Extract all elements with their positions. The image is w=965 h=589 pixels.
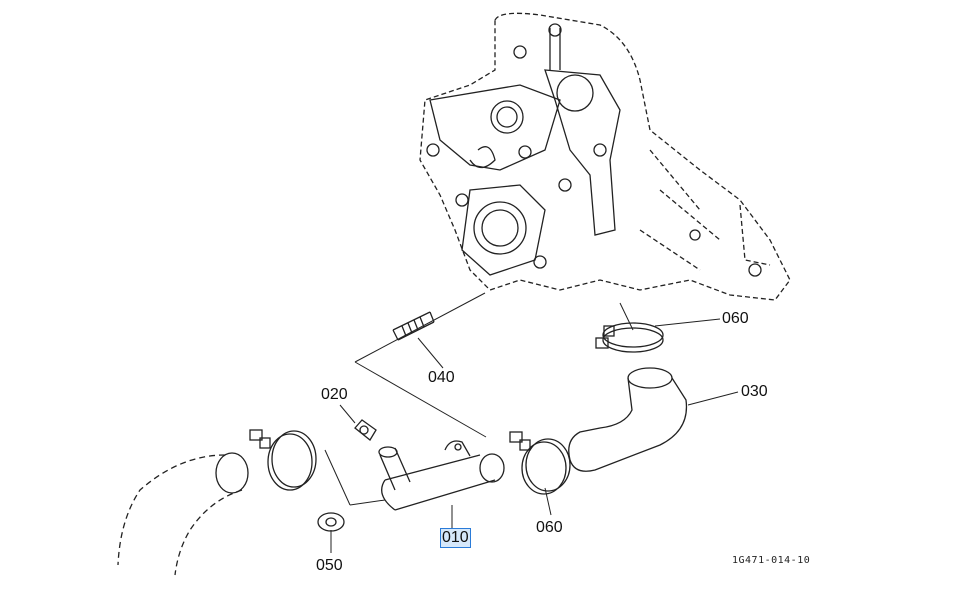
nut-050 — [317, 512, 345, 532]
callout-060-top[interactable]: 060 — [722, 310, 749, 327]
stud-040 — [392, 311, 435, 341]
engine-block — [419, 12, 791, 301]
callout-060-bottom[interactable]: 060 — [536, 519, 563, 536]
hose-clamp-060-top — [595, 322, 664, 353]
plug-020 — [354, 419, 377, 441]
leader-lines — [324, 292, 739, 553]
hose-left — [117, 452, 249, 576]
callout-030[interactable]: 030 — [741, 383, 768, 400]
hose-clamp-left — [249, 429, 317, 491]
hose-clamp-060-bottom — [509, 431, 571, 495]
hose-030 — [568, 367, 688, 472]
callout-020[interactable]: 020 — [321, 386, 348, 403]
water-pipe-010 — [378, 440, 505, 511]
drawing-code: 1G471-014-10 — [732, 555, 811, 566]
callout-040[interactable]: 040 — [428, 369, 455, 386]
callout-010-selected[interactable]: 010 — [440, 528, 471, 548]
callout-050[interactable]: 050 — [316, 557, 343, 574]
